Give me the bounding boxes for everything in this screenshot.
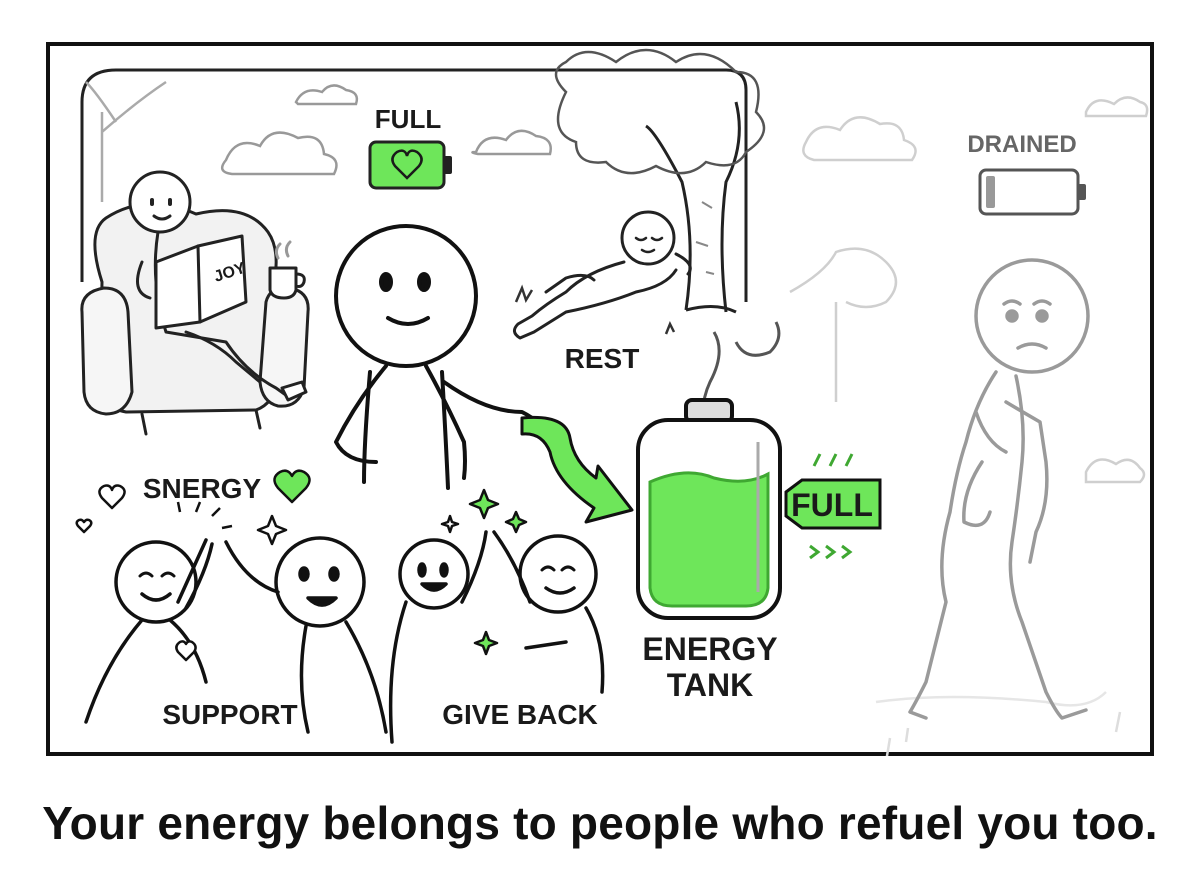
heart-icon	[391, 149, 423, 180]
battery-full	[368, 140, 452, 190]
arrow-to-tank	[520, 415, 634, 524]
drained-figure	[908, 258, 1090, 720]
energy-tank	[636, 398, 782, 620]
illustration-panel: JOY FULL FULL ENERGY TANK REST	[46, 42, 1154, 756]
full-tank-tag	[784, 453, 882, 560]
happy-scene-background	[80, 68, 748, 335]
drained-scene-background	[789, 96, 1149, 756]
full-label-top: FULL	[375, 104, 442, 134]
support-label: SUPPORT	[162, 699, 297, 730]
drained-label: DRAINED	[967, 131, 1076, 158]
hearts-sparkles	[75, 469, 528, 662]
battery-drained	[978, 168, 1086, 216]
energy-label: SNERGY	[143, 473, 262, 504]
tree	[554, 48, 766, 314]
caption: Your energy belongs to people who refuel…	[42, 797, 1158, 849]
full-tank-label: FULL	[791, 487, 873, 523]
armchair-reader	[80, 170, 310, 436]
rest-label: REST	[565, 343, 640, 374]
resting-figure	[513, 210, 692, 340]
give-back-label: GIVE BACK	[442, 699, 598, 730]
energy-tank-label-2: TANK	[667, 667, 754, 703]
support-figures	[84, 530, 605, 744]
energy-tank-label-1: ENERGY	[642, 631, 777, 667]
